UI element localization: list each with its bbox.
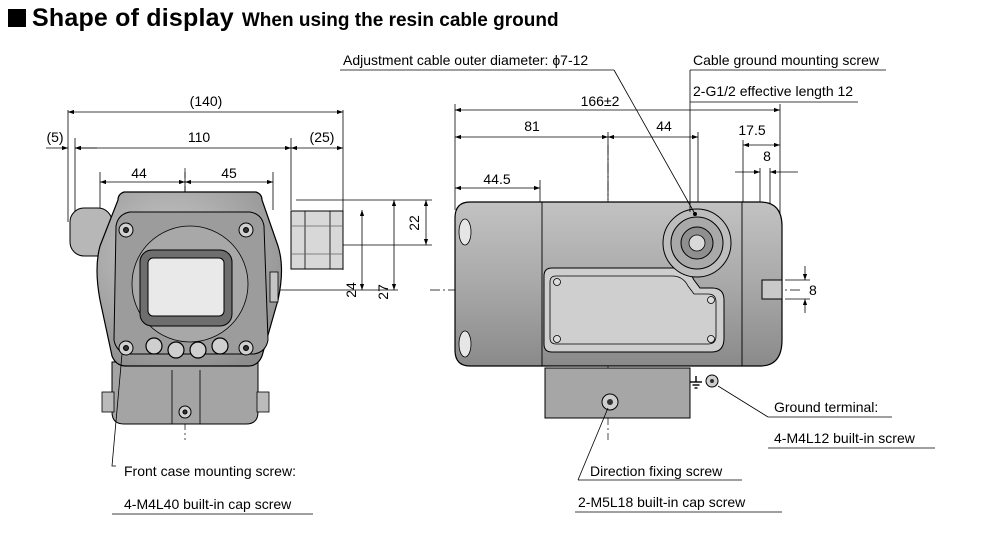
dim-cable-height-22: 22: [406, 215, 422, 231]
dim-center-to-cable-24: 24: [343, 282, 359, 298]
callout-gland-line2: 2-G1/2 effective length 12: [693, 83, 853, 99]
screw-head-icon: [601, 374, 719, 411]
dim-total-length: 166±2: [581, 93, 620, 109]
cable-gland-side: [662, 208, 732, 278]
transmitter-body-side: [454, 201, 783, 419]
title-subheading: When using the resin cable ground: [241, 10, 559, 31]
ground-terminal-stud: [761, 279, 783, 300]
callout-ground-line1: Ground terminal:: [774, 399, 878, 415]
dim-front-to-rib-44-5: 44.5: [483, 171, 510, 187]
dim-gland-offset-17-5: 17.5: [738, 122, 765, 138]
dim-right-half-45: 45: [221, 165, 237, 181]
callout-cable-diameter: Adjustment cable outer diameter: ϕ7-12: [343, 52, 588, 68]
callout-gland-line1: Cable ground mounting screw: [693, 52, 880, 68]
dim-terminal-height-8: 8: [809, 282, 817, 298]
dim-terminal-width-8: 8: [763, 148, 771, 164]
transmitter-body-front: [69, 191, 283, 425]
callout-direction-line1: Direction fixing screw: [590, 463, 723, 479]
dim-left-offset-5: (5): [46, 129, 63, 145]
bullet-square-icon: [8, 9, 26, 27]
dim-center-to-gland-44: 44: [656, 118, 672, 134]
page-title: Shape of display When using the resin cab…: [8, 4, 559, 33]
ground-symbol-icon: [690, 376, 702, 389]
push-button-icon: [145, 337, 229, 359]
front-view: (140) (5) 110 (25) 44 45 22 24 27 Front …: [46, 93, 432, 515]
dim-overall-140: (140): [190, 93, 223, 109]
dim-body-width-110: 110: [188, 129, 211, 145]
dim-center-to-top-27: 27: [375, 284, 391, 300]
dim-left-half-44: 44: [131, 165, 147, 181]
dim-front-to-center-81: 81: [524, 118, 540, 134]
screw-head-icon: [118, 222, 254, 419]
side-view: 166±2 81 44 44.5 17.5 8 8 Adjustment cab…: [340, 52, 935, 513]
dim-right-offset-25: (25): [310, 129, 335, 145]
callout-front-screw-line1: Front case mounting screw:: [124, 463, 296, 479]
screw-head-icon: [553, 278, 715, 343]
cable-gland-front: [290, 210, 344, 270]
callout-front-screw-line2: 4-M4L40 built-in cap screw: [124, 496, 292, 512]
callout-ground-line2: 4-M4L12 built-in screw: [774, 430, 916, 446]
title-heading: Shape of display: [32, 4, 234, 32]
callout-direction-line2: 2-M5L18 built-in cap screw: [578, 494, 746, 510]
display-window-icon: [147, 257, 225, 317]
